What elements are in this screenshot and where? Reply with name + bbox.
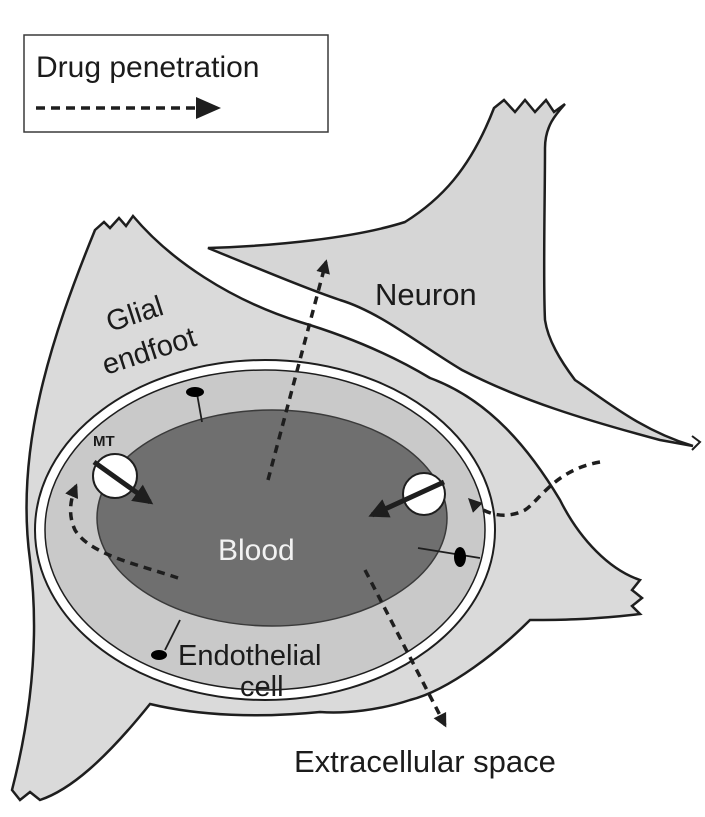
endothelial-label-line1: Endothelial [178, 640, 322, 672]
extracellular-space-label: Extracellular space [294, 744, 556, 779]
mt-label: MT [93, 433, 115, 450]
tight-junction-dot-icon [186, 387, 204, 397]
neuron-label: Neuron [375, 277, 477, 312]
endothelial-label-line2: cell [240, 671, 284, 703]
neuron-dendrite-tip-icon [692, 436, 700, 450]
tight-junction-dot-icon [454, 547, 466, 567]
blood-lumen [97, 410, 447, 626]
blood-label: Blood [218, 534, 295, 567]
transporter-circle-icon [403, 473, 445, 515]
legend: Drug penetration [24, 35, 328, 132]
tight-junction-dot-icon [151, 650, 167, 660]
legend-title: Drug penetration [36, 51, 259, 84]
